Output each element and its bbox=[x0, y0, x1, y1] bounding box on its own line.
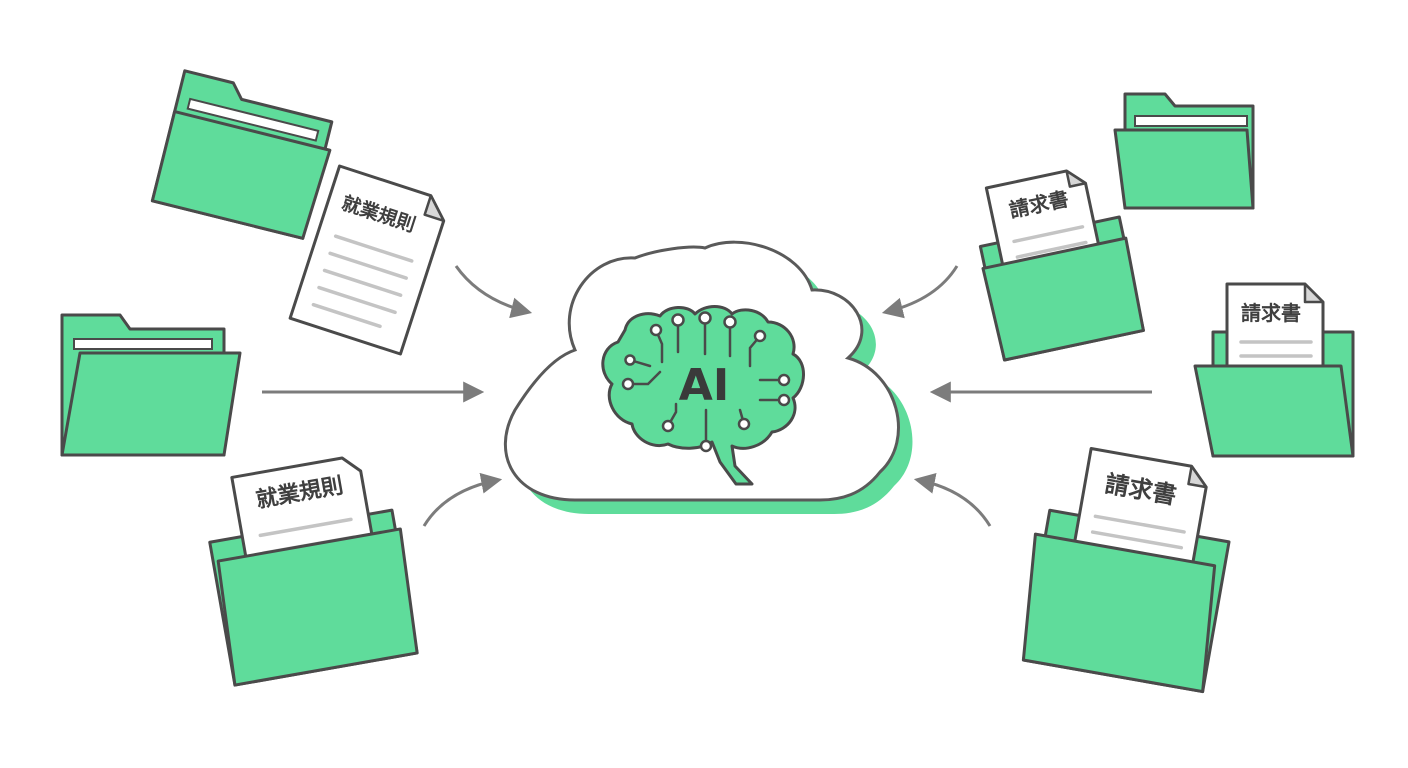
brain-shape bbox=[601, 305, 805, 486]
document-icon: 請求書 bbox=[1225, 282, 1325, 372]
folder-icon bbox=[150, 69, 334, 240]
document-icon: 就業規則 bbox=[288, 164, 446, 356]
arrow-left-bottom bbox=[422, 472, 503, 527]
folder-front bbox=[1193, 364, 1355, 458]
arrow-right-bottom bbox=[913, 473, 992, 527]
folder-with-document-right-top: 請求書 bbox=[978, 169, 1145, 362]
folder-with-document-right-bottom: 請求書 bbox=[1021, 447, 1231, 694]
ai-label: AI bbox=[679, 360, 729, 411]
arrows bbox=[262, 265, 1152, 527]
folder-front bbox=[981, 236, 1145, 362]
brain-circuit-icon: AI bbox=[601, 305, 805, 486]
folder-with-document-right-middle: 請求書 bbox=[1193, 282, 1355, 458]
arrow-left-top bbox=[454, 265, 533, 319]
folder-icon bbox=[1113, 92, 1255, 210]
document-label-right-middle: 請求書 bbox=[1241, 301, 1301, 325]
arrow-right-top bbox=[881, 265, 959, 319]
folder-front bbox=[1021, 532, 1217, 694]
folder-icon bbox=[60, 313, 242, 457]
folder-front bbox=[216, 527, 419, 687]
folder-with-document-left-bottom: 就業規則 bbox=[208, 456, 419, 687]
